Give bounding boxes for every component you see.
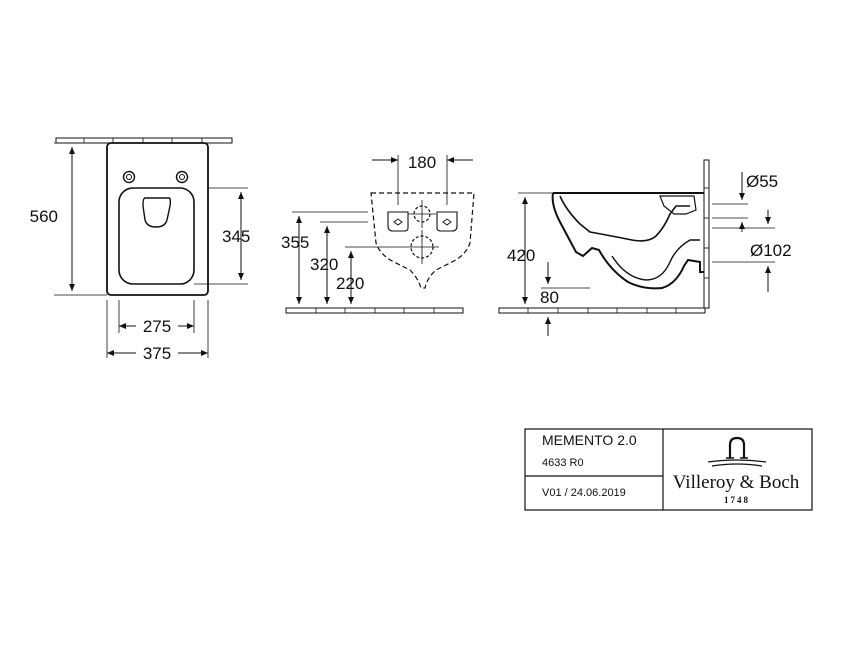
version-date: V01 / 24.06.2019 [542, 487, 626, 499]
fixing-plate-left [387, 211, 409, 232]
brand-year: 1748 [724, 495, 750, 505]
dim-inlet-height-320: 320 [310, 255, 338, 274]
fixing-plate-right [436, 211, 458, 232]
article-number: 4633 R0 [542, 457, 584, 469]
bowl-outline [106, 142, 209, 296]
dim-inner-width-275: 275 [143, 317, 171, 336]
product-name: MEMENTO 2.0 [542, 432, 637, 448]
fixing-hole-right [175, 170, 189, 184]
dim-seat-345: 345 [222, 227, 250, 246]
floor-strip-side [498, 307, 706, 314]
fixing-hole-left [122, 170, 136, 184]
back-view [285, 155, 475, 314]
title-block [524, 428, 813, 511]
dim-fixing-spacing-180: 180 [408, 153, 436, 172]
back-outline [370, 192, 475, 289]
dim-outlet-height-220: 220 [336, 274, 364, 293]
dim-height-420: 420 [507, 246, 535, 265]
dim-height-560: 560 [30, 207, 58, 226]
brand-name: Villeroy & Boch [673, 472, 800, 493]
dim-fixing-height-355: 355 [281, 233, 309, 252]
floor-strip-back [285, 307, 464, 314]
dim-outer-width-375: 375 [143, 344, 171, 363]
seat-opening [118, 187, 195, 285]
side-view [498, 159, 775, 336]
top-view [54, 137, 248, 358]
dim-inlet-diameter-55: Ø55 [746, 172, 778, 191]
wall-side [703, 159, 710, 309]
dim-floor-gap-80: 80 [540, 288, 559, 307]
villeroy-boch-logo-icon [707, 436, 767, 467]
bowl-profile [551, 192, 704, 290]
dim-outlet-diameter-102: Ø102 [750, 241, 792, 260]
